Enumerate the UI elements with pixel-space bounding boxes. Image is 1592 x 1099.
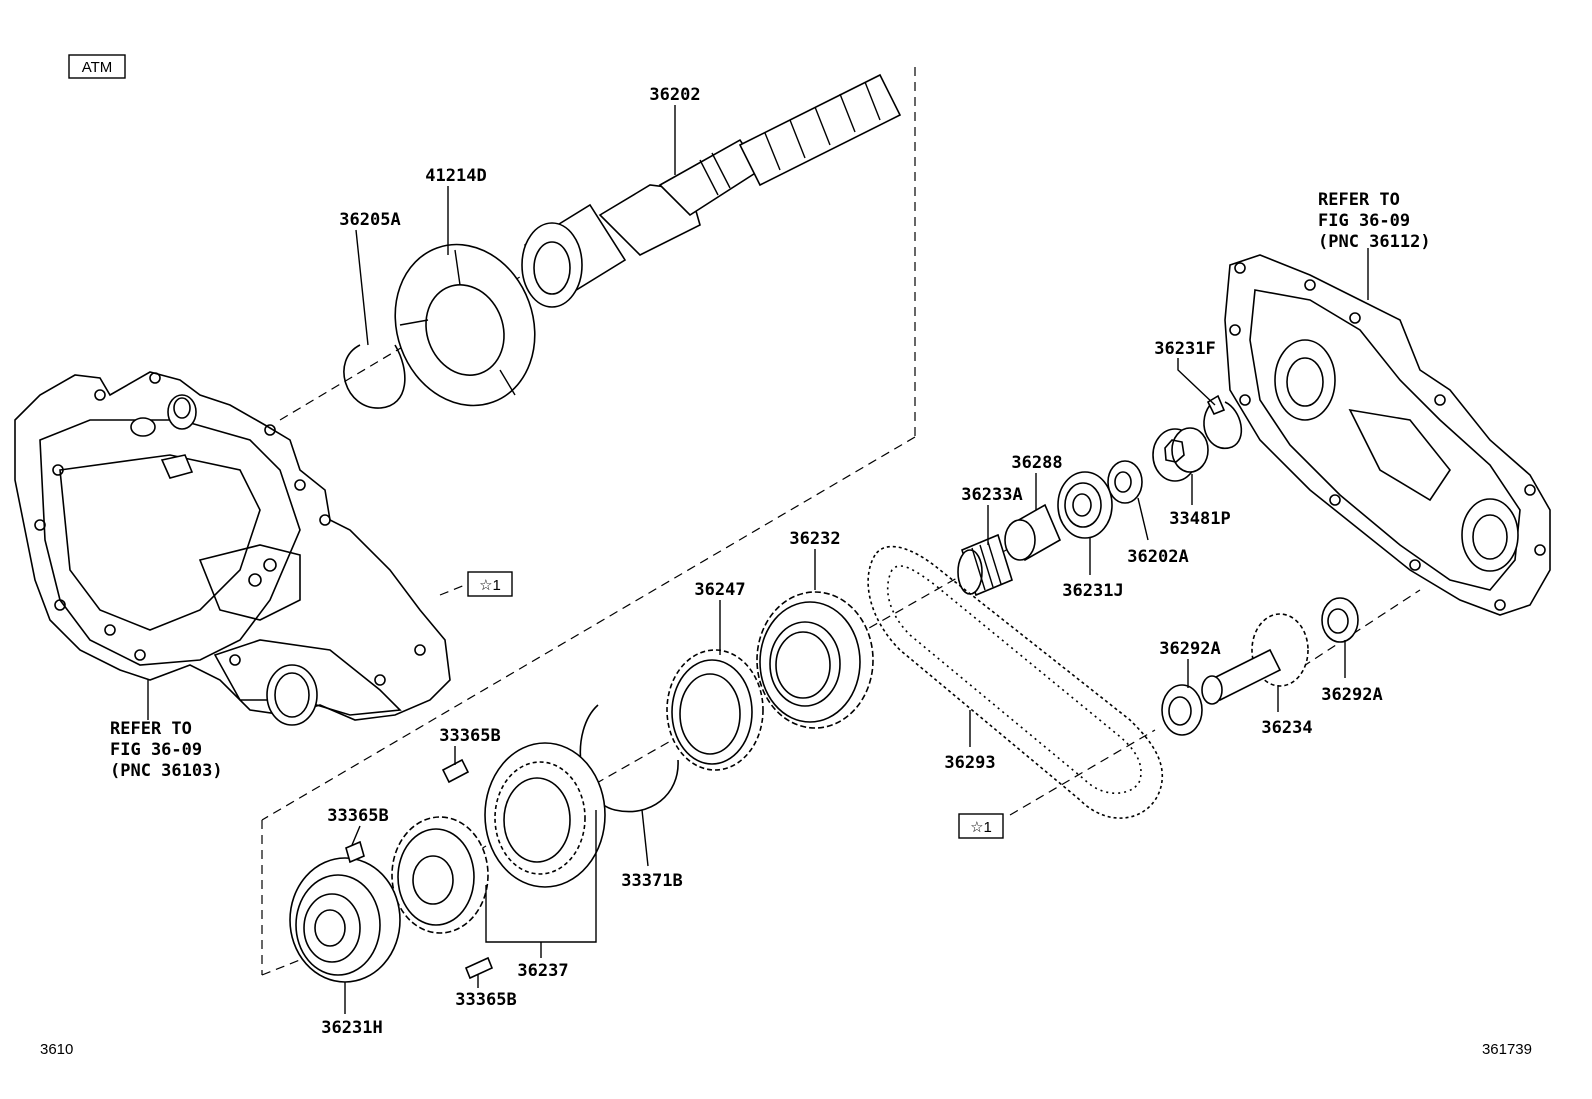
drive-gear-36232 bbox=[756, 591, 874, 729]
shifting-keys bbox=[345, 758, 494, 980]
part-label-36234: 36234 bbox=[1261, 718, 1312, 738]
refer-left-line-2: FIG 36-09 bbox=[110, 740, 202, 760]
part-label-36293: 36293 bbox=[944, 753, 995, 773]
part-label-33365b-lower: 33365B bbox=[455, 990, 516, 1010]
drive-chain bbox=[867, 545, 1163, 819]
spacer-36288 bbox=[1004, 503, 1062, 562]
output-shaft-36234 bbox=[1201, 613, 1309, 705]
part-label-33365b-upper: 33365B bbox=[439, 726, 500, 746]
part-label-36202a: 36202A bbox=[1127, 547, 1188, 567]
atm-badge-text: ATM bbox=[82, 59, 113, 76]
part-label-33365b-middle: 33365B bbox=[327, 806, 388, 826]
part-label-36232: 36232 bbox=[789, 529, 840, 549]
refer-right-line-1: REFER TO bbox=[1318, 190, 1400, 210]
refer-note-right: REFER TO FIG 36-09 (PNC 36112) bbox=[1318, 190, 1431, 252]
sync-ring-36247 bbox=[666, 649, 764, 771]
part-label-36202: 36202 bbox=[649, 85, 700, 105]
star-ref-lower: ☆1 bbox=[958, 813, 1004, 839]
part-label-41214d: 41214D bbox=[425, 166, 486, 186]
bearing-36231h bbox=[289, 857, 401, 983]
part-label-36237: 36237 bbox=[517, 961, 568, 981]
refer-left-line-1: REFER TO bbox=[110, 719, 192, 739]
refer-right-line-2: FIG 36-09 bbox=[1318, 211, 1410, 231]
clutch-sleeve-36237 bbox=[484, 742, 606, 888]
part-label-36292a-right: 36292A bbox=[1321, 685, 1382, 705]
part-label-36231h: 36231H bbox=[321, 1018, 382, 1038]
part-label-33481p: 33481P bbox=[1169, 509, 1230, 529]
part-label-36205a: 36205A bbox=[339, 210, 400, 230]
footer-right-code: 361739 bbox=[1482, 1041, 1532, 1058]
washer-36202a bbox=[1107, 460, 1143, 504]
atm-badge: ATM bbox=[68, 54, 126, 79]
assembly-boundary bbox=[261, 67, 916, 976]
part-label-33371b: 33371B bbox=[621, 871, 682, 891]
bearing-36231j bbox=[1057, 471, 1113, 539]
part-labels: 36202 41214D 36205A 36231F 36288 36233A … bbox=[321, 85, 1382, 1038]
refer-left-line-3: (PNC 36103) bbox=[110, 761, 223, 781]
snap-ring-36231f bbox=[1203, 394, 1243, 450]
snap-ring-33371b bbox=[579, 704, 679, 813]
part-label-36292a-left: 36292A bbox=[1159, 639, 1220, 659]
bearing-36292a-left bbox=[1161, 684, 1203, 736]
part-label-36288: 36288 bbox=[1011, 453, 1062, 473]
hub-gear bbox=[391, 816, 489, 934]
bearing-36292a-right bbox=[1321, 597, 1359, 643]
part-label-36231j: 36231J bbox=[1062, 581, 1123, 601]
input-shaft bbox=[521, 73, 902, 308]
part-label-36231f: 36231F bbox=[1154, 339, 1215, 359]
refer-right-line-3: (PNC 36112) bbox=[1318, 232, 1431, 252]
left-case-housing bbox=[14, 371, 451, 726]
part-label-36233a: 36233A bbox=[961, 485, 1022, 505]
needle-bearing-36233a bbox=[957, 533, 1013, 597]
thrust-washer bbox=[394, 243, 536, 407]
lock-nut-33481p bbox=[1152, 427, 1209, 482]
star-ref-lower-text: ☆1 bbox=[970, 819, 992, 836]
star-ref-upper: ☆1 bbox=[467, 571, 513, 597]
refer-note-left: REFER TO FIG 36-09 (PNC 36103) bbox=[110, 719, 223, 781]
leader-lines bbox=[344, 105, 1346, 1014]
star-ref-upper-text: ☆1 bbox=[479, 577, 501, 594]
snap-ring-36205a bbox=[343, 344, 406, 409]
part-label-36247: 36247 bbox=[694, 580, 745, 600]
footer-left-code: 3610 bbox=[40, 1041, 73, 1058]
right-cover-housing bbox=[1224, 248, 1551, 616]
